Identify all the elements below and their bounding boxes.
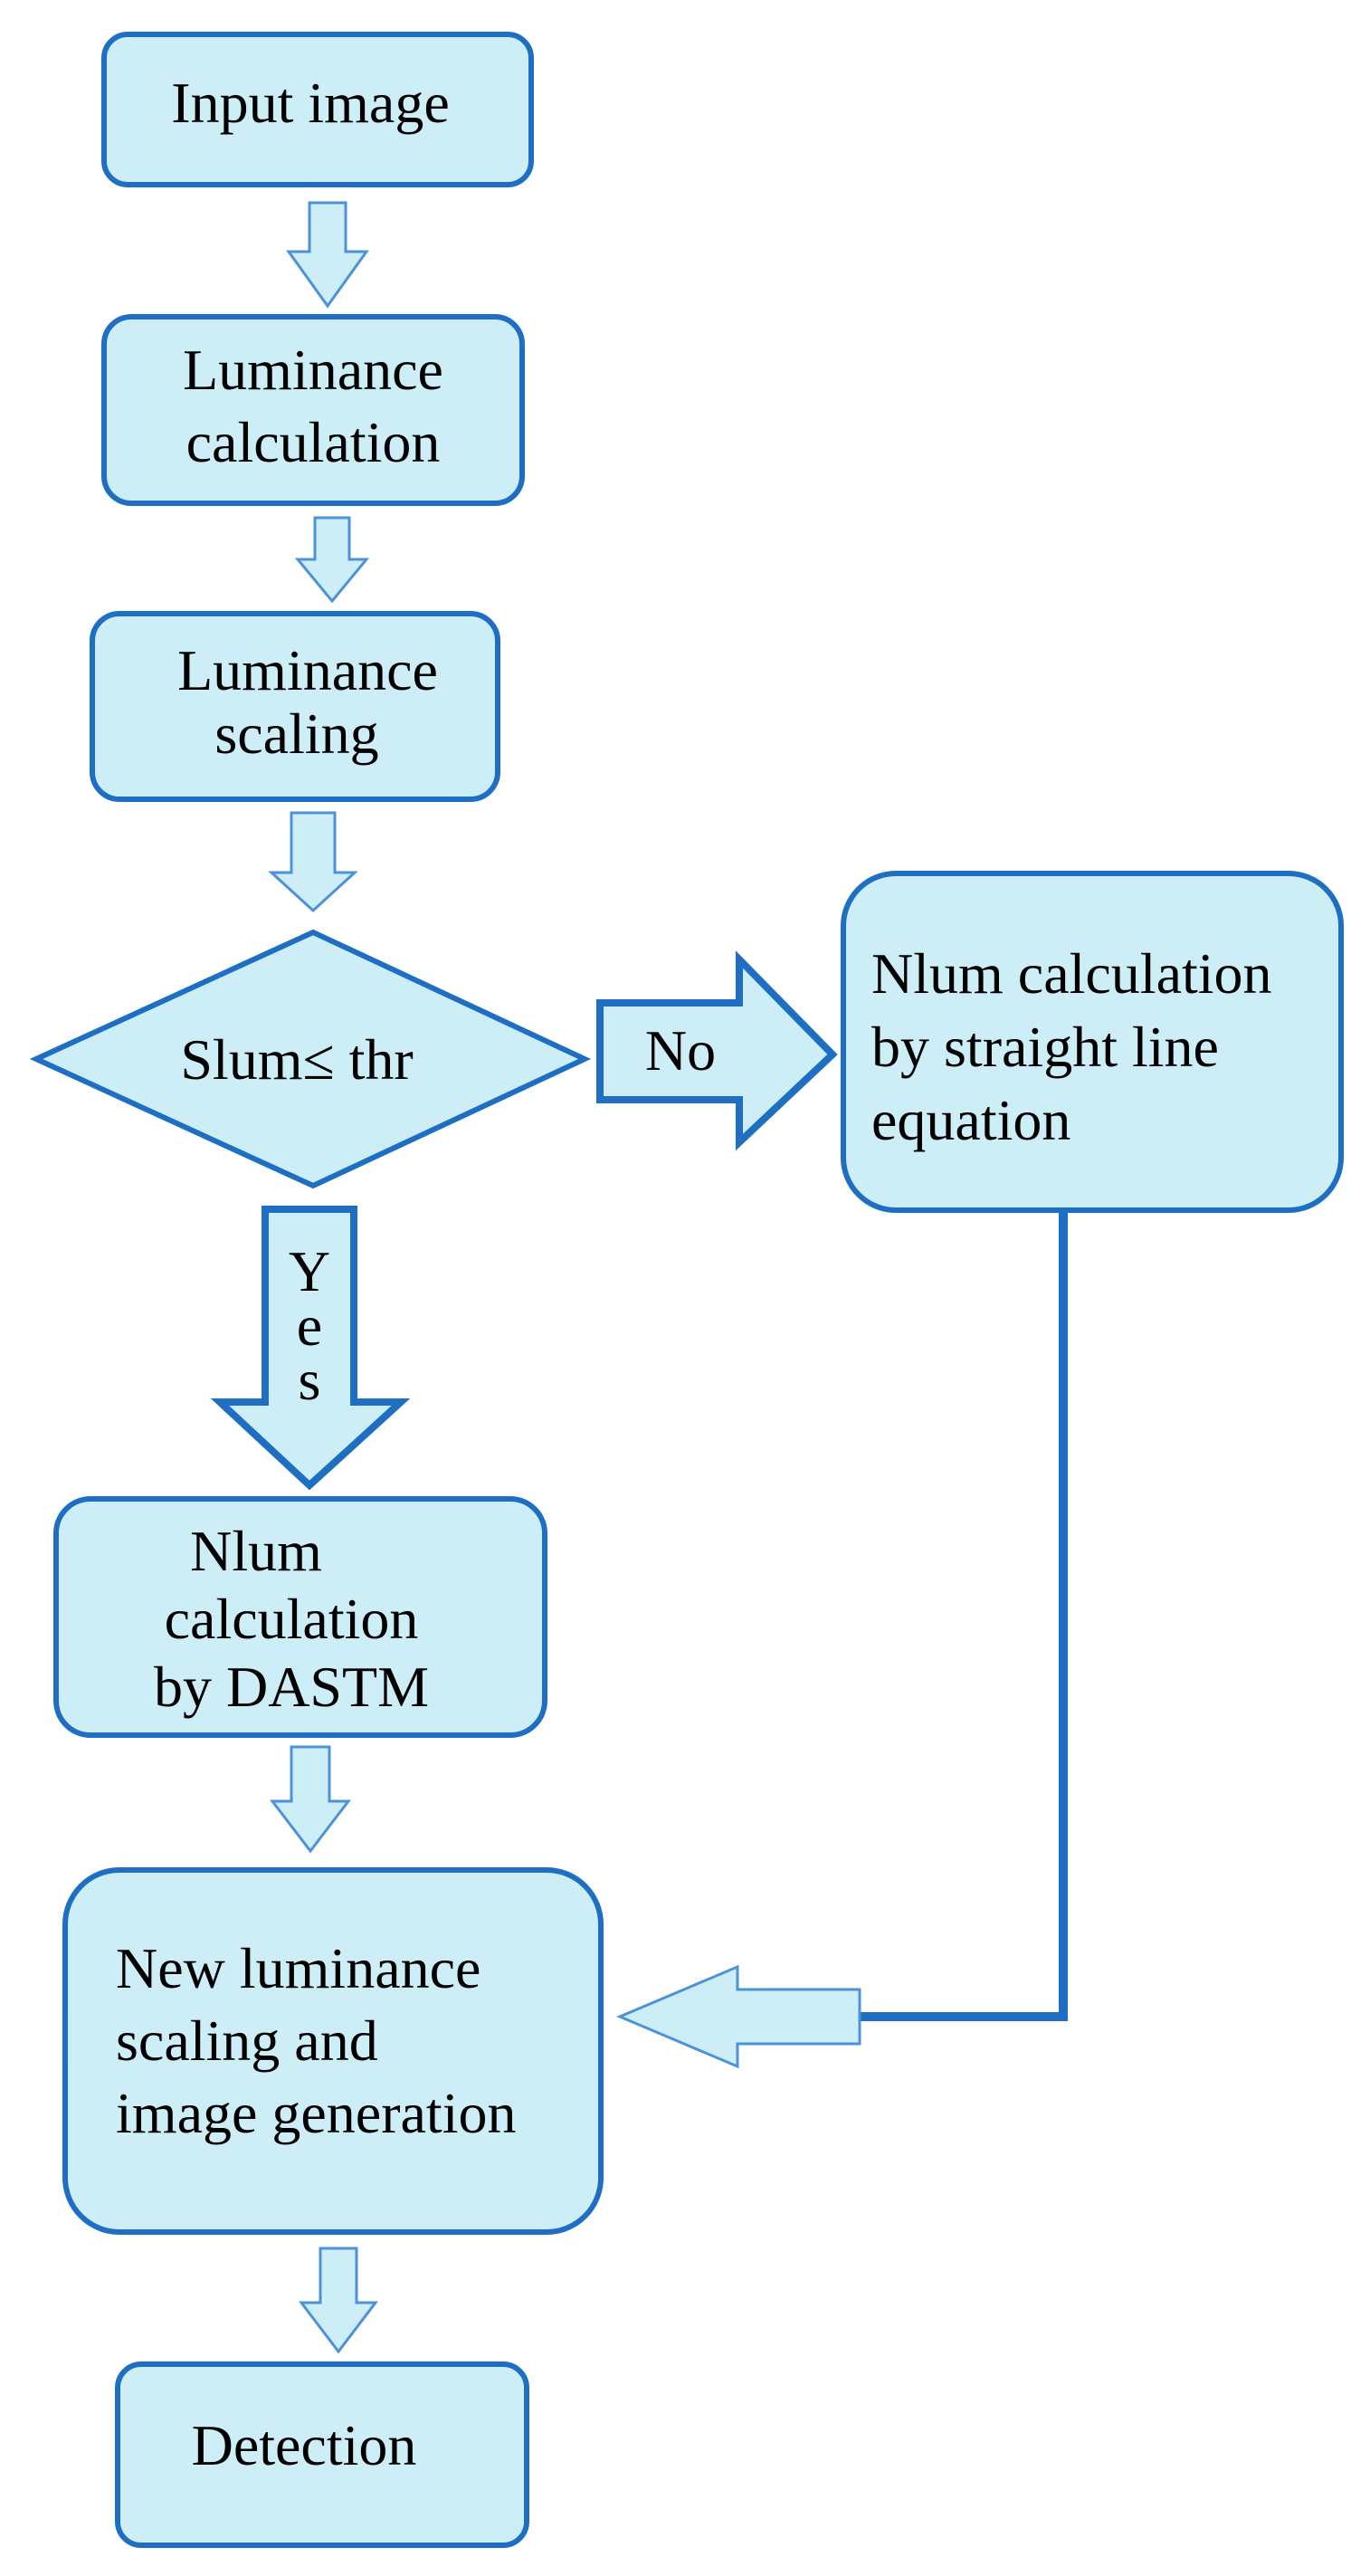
node-luminance-scaling-line-1: Luminance bbox=[177, 638, 438, 702]
no-branch-arrow: No bbox=[596, 950, 838, 1151]
arrow-down-2 bbox=[294, 516, 370, 604]
node-detection-label: Detection bbox=[192, 2413, 417, 2477]
node-luminance-calculation-line-2: calculation bbox=[186, 410, 441, 474]
node-new-luminance: New luminance scaling and image generati… bbox=[62, 1867, 604, 2235]
yes-branch-arrow: Y e s bbox=[210, 1206, 411, 1491]
node-decision: Slum≤ thr bbox=[29, 929, 592, 1189]
node-luminance-scaling-line-2: scaling bbox=[214, 701, 378, 766]
arrow-down-3 bbox=[268, 811, 358, 913]
connector-line bbox=[860, 1210, 1068, 2021]
arrow-down-4 bbox=[269, 1745, 352, 1854]
node-nlum-dastm-line-1: Nlum bbox=[190, 1519, 322, 1583]
node-nlum-straight-line-line-1: Nlum calculation bbox=[871, 941, 1272, 1006]
yes-label-letter-1: Y bbox=[289, 1239, 330, 1303]
node-luminance-scaling: Luminance scaling bbox=[90, 611, 500, 802]
node-input-image: Input image bbox=[101, 32, 534, 187]
node-nlum-straight-line-line-2: by straight line bbox=[871, 1015, 1219, 1079]
node-nlum-dastm-line-3: by DASTM bbox=[154, 1655, 429, 1719]
no-branch-label: No bbox=[645, 1018, 716, 1083]
decision-label: Slum≤ thr bbox=[180, 1027, 413, 1092]
node-nlum-straight-line: Nlum calculation by straight line equati… bbox=[841, 871, 1344, 1213]
node-new-luminance-line-1: New luminance bbox=[116, 1936, 480, 2000]
node-nlum-dastm: Nlum calculation by DASTM bbox=[53, 1496, 547, 1738]
arrow-down-1 bbox=[286, 201, 369, 309]
arrow-down-5 bbox=[298, 2247, 379, 2354]
node-luminance-calculation-line-1: Luminance bbox=[183, 338, 443, 402]
arrow-left-into-new-luminance bbox=[616, 1964, 861, 2069]
yes-label-letter-3: s bbox=[299, 1348, 321, 1412]
node-nlum-straight-line-line-3: equation bbox=[871, 1088, 1070, 1152]
node-input-image-label: Input image bbox=[171, 71, 449, 135]
node-nlum-dastm-line-2: calculation bbox=[165, 1587, 419, 1651]
node-new-luminance-line-2: scaling and bbox=[116, 2008, 378, 2073]
node-new-luminance-line-3: image generation bbox=[116, 2081, 516, 2145]
yes-label-letter-2: e bbox=[297, 1293, 322, 1358]
node-detection: Detection bbox=[115, 2361, 529, 2548]
node-luminance-calculation: Luminance calculation bbox=[101, 314, 525, 506]
